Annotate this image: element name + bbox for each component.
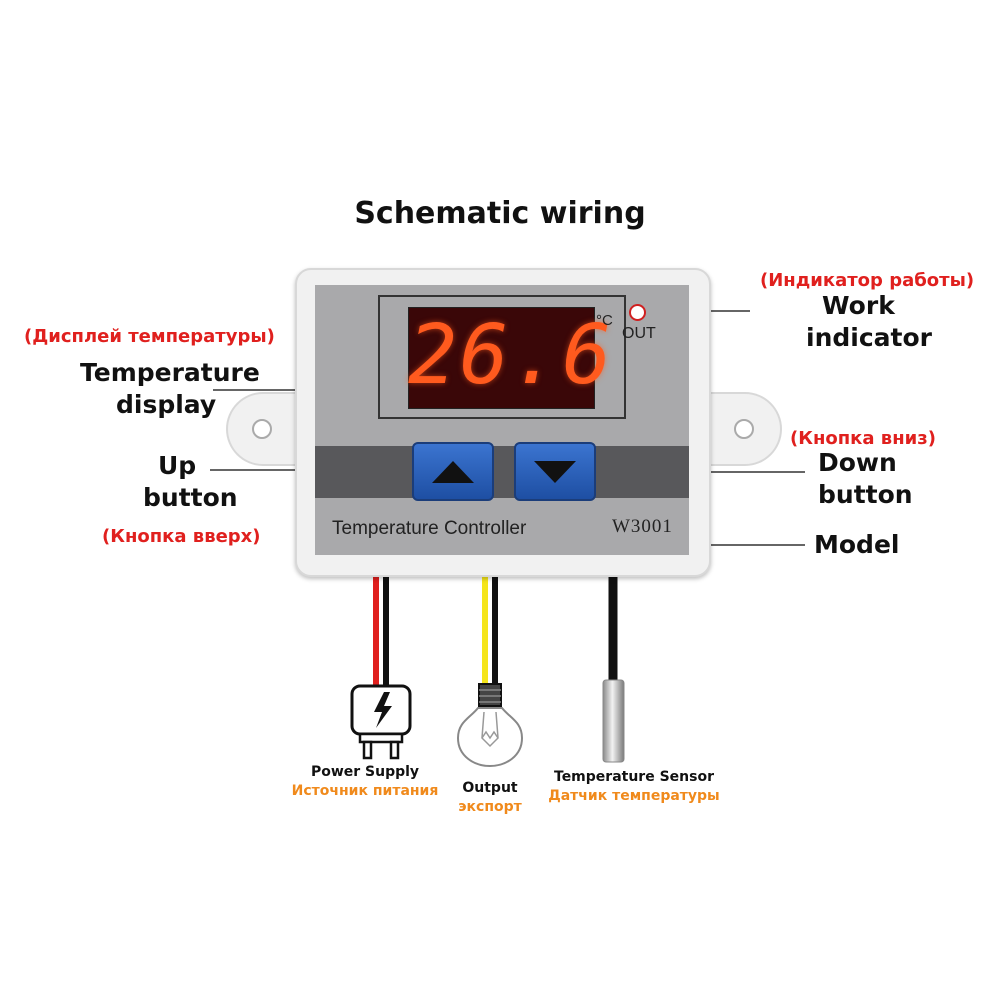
- label-work-indicator-ru: (Индикатор работы): [760, 270, 975, 291]
- wire-label-output: Output: [462, 780, 518, 796]
- sensor-probe-icon: [602, 679, 625, 763]
- wire-label-sensor-ru: Датчик температуры: [548, 788, 720, 804]
- label-temperature-display-line2: display: [116, 390, 217, 419]
- work-indicator-led: [629, 304, 646, 321]
- wire-label-output-ru: экспорт: [458, 799, 522, 815]
- up-button[interactable]: [412, 442, 494, 501]
- label-work-indicator-line2: indicator: [806, 323, 932, 352]
- plug-icon: [350, 684, 412, 760]
- label-up-button-ru: (Кнопка вверх): [102, 526, 261, 547]
- wire-label-sensor: Temperature Sensor: [554, 769, 714, 785]
- label-down-button-ru: (Кнопка вниз): [790, 428, 936, 449]
- label-down-button-line1: Down: [818, 448, 897, 477]
- bulb-icon: [456, 683, 524, 768]
- wire-label-power: Power Supply: [310, 764, 420, 780]
- wire-label-power-ru: Источник питания: [291, 783, 439, 799]
- label-down-button-line2: button: [818, 480, 913, 509]
- mounting-hole: [252, 419, 272, 439]
- label-work-indicator-line1: Work: [822, 291, 895, 320]
- label-up-button-line2: button: [143, 483, 238, 512]
- mounting-ear-right: [700, 392, 782, 466]
- device-model: W3001: [612, 516, 673, 537]
- device-name: Temperature Controller: [332, 518, 527, 539]
- diagram-title: Schematic wiring: [354, 196, 646, 231]
- down-button[interactable]: [514, 442, 596, 501]
- label-model: Model: [814, 530, 900, 559]
- mounting-ear-left: [226, 392, 308, 466]
- label-temperature-display-line1: Temperature: [80, 358, 260, 387]
- label-up-button-line1: Up: [158, 451, 197, 480]
- label-temperature-display-ru: (Дисплей температуры): [24, 326, 275, 347]
- temperature-display: [408, 307, 595, 409]
- celsius-unit: °C: [596, 312, 613, 329]
- out-label: OUT: [622, 325, 656, 342]
- arrow-up-icon: [432, 460, 474, 483]
- button-strip: [315, 446, 689, 498]
- mounting-hole: [734, 419, 754, 439]
- arrow-down-icon: [534, 460, 576, 483]
- temperature-readout: 26.6: [408, 308, 614, 403]
